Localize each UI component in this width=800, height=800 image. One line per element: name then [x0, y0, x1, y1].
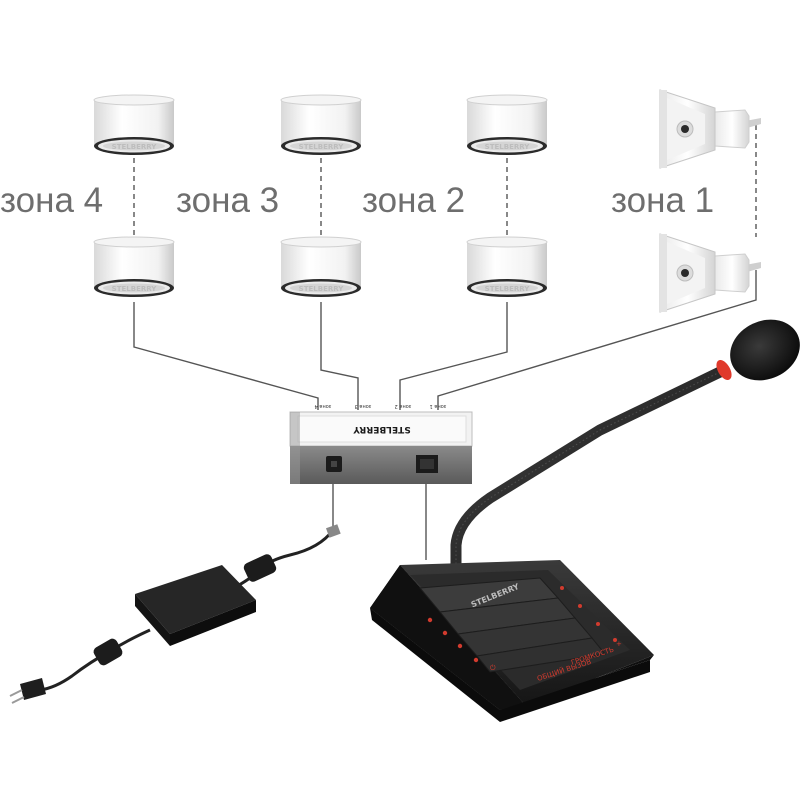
port-label-2: зона 2	[395, 403, 412, 409]
wire-zone-2	[399, 302, 508, 410]
microphone-head-icon	[730, 319, 800, 381]
zone-label-1: зона 1	[611, 181, 714, 220]
power-adapter	[9, 524, 341, 704]
speaker-brand-labels: STELBERRY STELBERRY STELBERRY STELBERRY …	[112, 143, 531, 293]
wire-zone-4	[133, 302, 319, 410]
power-icon: ⏻	[490, 664, 496, 672]
red-indicators	[427, 586, 617, 663]
microphone-console: STELBERRY ОБЩИЙ ВЫЗОВ ГРОМКОСТЬ + ⏻	[370, 319, 800, 722]
zone-switch-box: STELBERRY зона 4 зона 3 зона 2 зона 1	[289, 403, 473, 484]
zone-labels: зона 4 зона 3 зона 2 зона 1	[0, 181, 714, 220]
console-keys	[419, 577, 606, 673]
port-label-1: зона 1	[430, 403, 447, 409]
speaker-brand: STELBERRY	[112, 285, 158, 293]
wiring	[133, 125, 757, 560]
zone-label-4: зона 4	[0, 181, 103, 220]
speaker-brand: STELBERRY	[299, 285, 345, 293]
horn-speaker-icon	[659, 89, 762, 169]
speaker-brand: STELBERRY	[299, 143, 345, 151]
speaker-brand: STELBERRY	[485, 143, 531, 151]
zone-label-3: зона 3	[176, 181, 279, 220]
speaker-brand: STELBERRY	[112, 143, 158, 151]
wire-zone-3	[320, 302, 359, 410]
switch-box-brand: STELBERRY	[353, 424, 411, 434]
zone-label-2: зона 2	[362, 181, 465, 220]
speaker-brand: STELBERRY	[485, 285, 531, 293]
wire-zone-1	[437, 270, 757, 410]
zone-dashed-links	[133, 125, 757, 237]
port-label-4: зона 4	[315, 403, 332, 409]
horn-speaker-icon	[659, 233, 762, 313]
zone-key	[476, 637, 606, 673]
power-plug-icon	[20, 678, 46, 700]
port-label-3: зона 3	[355, 403, 372, 409]
volume-plus-icon: +	[616, 640, 622, 648]
